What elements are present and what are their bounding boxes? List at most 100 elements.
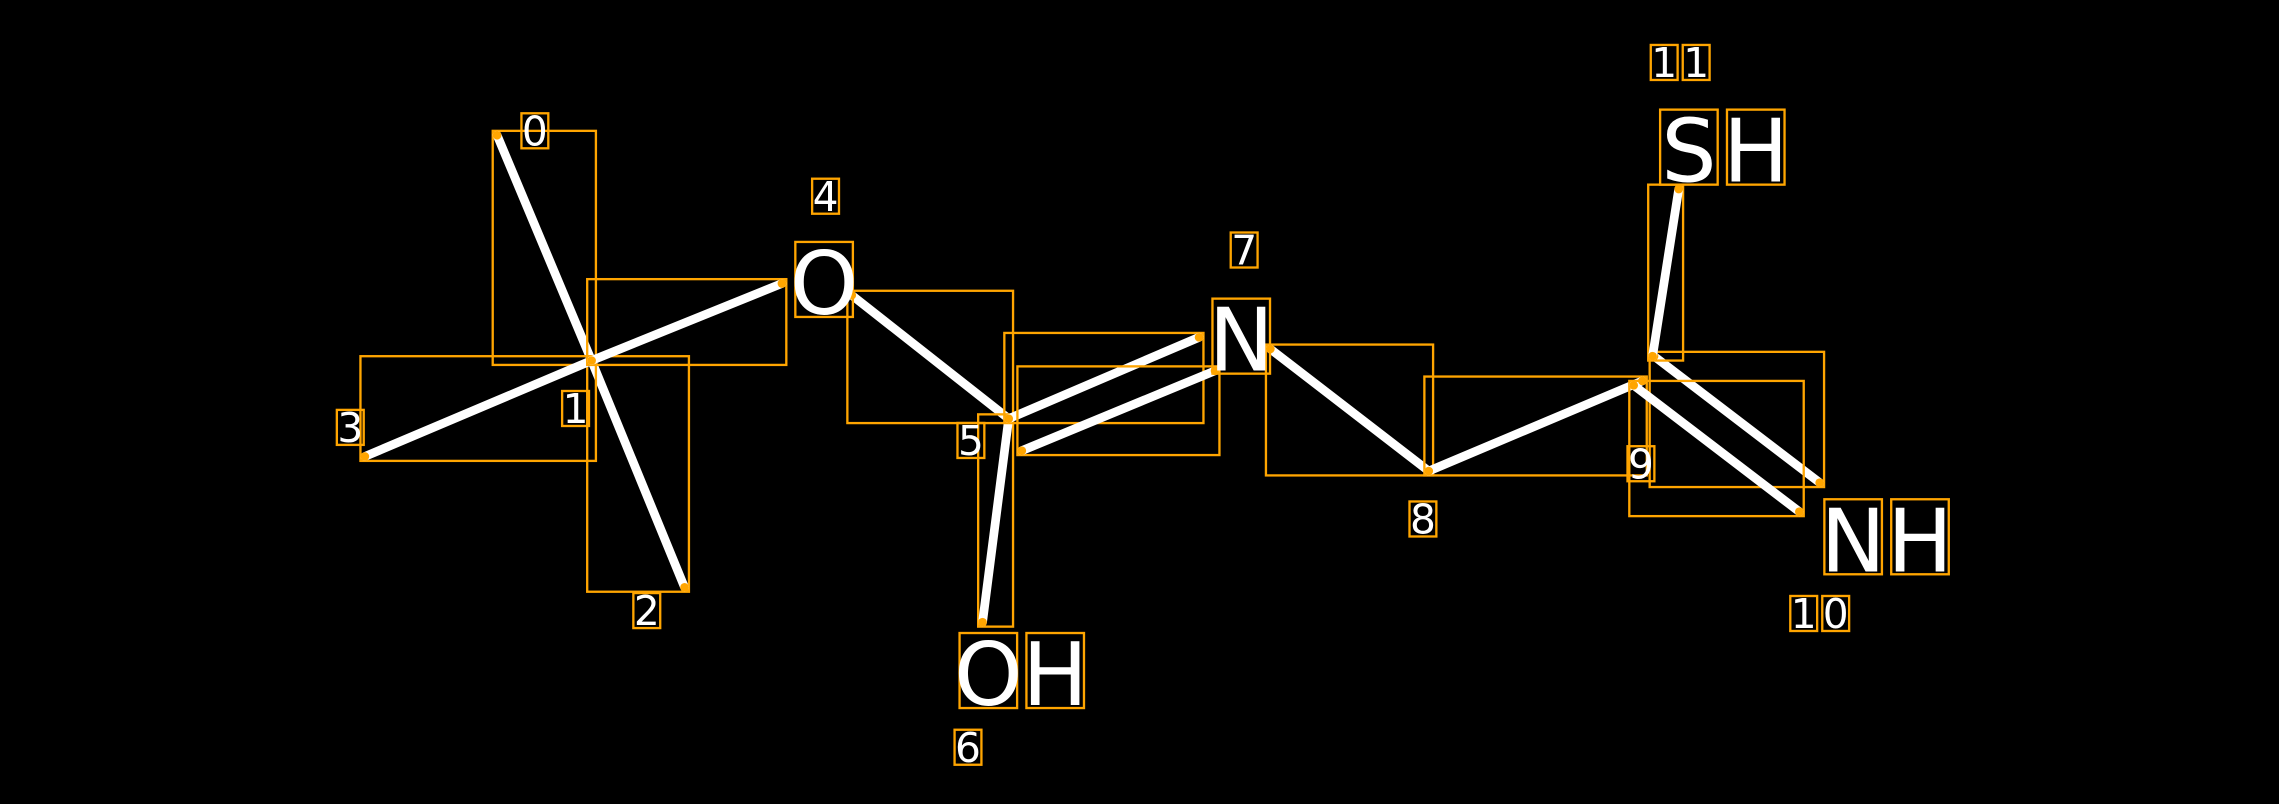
char-bounding-box xyxy=(1681,43,1711,82)
atom-index-8: 8 xyxy=(1408,496,1438,544)
label-char: O xyxy=(954,624,1023,726)
char-bounding-box xyxy=(958,631,1019,710)
bond-bounding-box xyxy=(491,129,598,367)
bond-bounding-box xyxy=(1016,365,1221,457)
bond-endpoint xyxy=(1795,507,1804,517)
bond-line xyxy=(1424,376,1647,476)
char-bounding-box xyxy=(632,591,662,630)
bond-bounding-box xyxy=(977,413,1015,628)
bond-bounding-box xyxy=(1628,379,1805,518)
bond-endpoint xyxy=(1424,466,1434,476)
label-char: H xyxy=(1022,624,1088,726)
char-bounding-box xyxy=(335,408,365,447)
char-bounding-box xyxy=(1789,594,1819,633)
char-bounding-box xyxy=(794,240,855,319)
char-bounding-box xyxy=(1725,108,1786,186)
label-char: 1 xyxy=(1651,39,1677,87)
bond-endpoint xyxy=(587,356,596,365)
bond-endpoint xyxy=(680,583,689,592)
char-bounding-box xyxy=(1229,231,1259,269)
atom-index-4: 4 xyxy=(810,173,841,221)
bond-line xyxy=(1004,332,1204,424)
label-char: O xyxy=(790,233,859,335)
char-bounding-box xyxy=(1649,43,1679,82)
bond-endpoint xyxy=(1017,446,1027,456)
char-bounding-box xyxy=(1823,498,1884,576)
bond-line xyxy=(847,290,1014,424)
label-char: N xyxy=(1209,290,1274,392)
bond-endpoint xyxy=(360,452,370,461)
label-char: 6 xyxy=(955,724,981,772)
bond-endpoint xyxy=(492,130,502,140)
bond-line xyxy=(1629,380,1804,517)
label-char: 5 xyxy=(958,417,984,465)
atom-index-2: 2 xyxy=(632,587,662,635)
bond-line xyxy=(1648,184,1684,361)
char-bounding-box xyxy=(1408,500,1438,538)
bond-endpoint xyxy=(777,279,787,288)
label-char: 1 xyxy=(1791,590,1817,638)
label-char: 9 xyxy=(1628,440,1654,488)
atom-index-1: 1 xyxy=(560,385,591,433)
bond-endpoint xyxy=(978,617,987,627)
bond-8-9 xyxy=(1423,375,1648,477)
bond-endpoint xyxy=(1194,332,1204,342)
atom-index-5: 5 xyxy=(956,417,986,465)
char-bounding-box xyxy=(1211,297,1272,375)
bond-9-10 xyxy=(1628,350,1826,518)
label-char: H xyxy=(1723,101,1789,203)
char-bounding-box xyxy=(1890,498,1950,576)
bond-endpoint xyxy=(1674,184,1684,194)
label-char: 7 xyxy=(1231,227,1257,275)
char-bounding-box xyxy=(1025,631,1086,710)
atom-index-6: 6 xyxy=(953,724,983,772)
label-char: 0 xyxy=(522,107,548,155)
label-char: 1 xyxy=(1683,39,1709,87)
label-char: 0 xyxy=(1823,590,1849,638)
label-char: 8 xyxy=(1410,496,1436,544)
atom-index-7: 7 xyxy=(1229,227,1259,275)
char-bounding-box xyxy=(956,421,986,460)
atom-index-0: 0 xyxy=(520,107,550,155)
char-bounding-box xyxy=(953,728,983,766)
bond-bounding-box xyxy=(586,355,691,593)
label-char: 2 xyxy=(634,587,660,635)
bonds-layer xyxy=(359,129,1826,628)
label-char: S xyxy=(1661,101,1716,203)
char-bounding-box xyxy=(1658,108,1719,186)
char-bounding-box xyxy=(1821,594,1851,633)
bond-line xyxy=(587,279,787,365)
bond-bounding-box xyxy=(1648,350,1826,489)
bond-line xyxy=(1017,366,1220,456)
bond-bounding-box xyxy=(586,277,788,367)
label-char: 1 xyxy=(563,385,589,433)
bond-line xyxy=(587,356,689,592)
label-char: 3 xyxy=(337,404,363,452)
bond-endpoint xyxy=(1815,478,1825,488)
bond-bounding-box xyxy=(1264,343,1435,477)
atom-index-9: 9 xyxy=(1626,440,1656,488)
atom-index-3: 3 xyxy=(335,404,365,452)
bond-line xyxy=(978,414,1014,627)
bond-line xyxy=(360,356,596,461)
char-bounding-box xyxy=(560,389,591,428)
bond-endpoint xyxy=(1648,351,1657,361)
bond-bounding-box xyxy=(846,289,1015,425)
bond-endpoint xyxy=(1004,414,1014,424)
char-bounding-box xyxy=(1626,445,1656,483)
bond-line xyxy=(492,130,596,365)
bond-5-7 xyxy=(1003,331,1221,457)
bond-1-4 xyxy=(586,277,788,367)
bond-bounding-box xyxy=(359,355,598,463)
char-bounding-box xyxy=(810,177,841,215)
label-char: N xyxy=(1821,490,1886,592)
atom-symbol-4: O xyxy=(790,233,859,335)
atom-symbol-7: N xyxy=(1209,290,1274,392)
